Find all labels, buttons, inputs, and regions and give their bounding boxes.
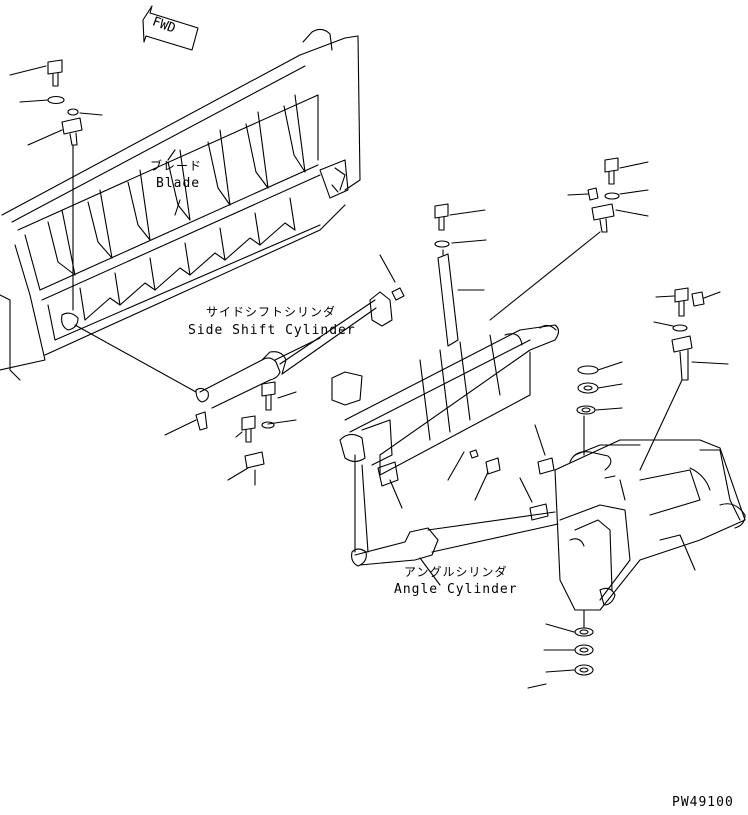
pivot-bracket-drawing: [519, 424, 746, 611]
side-shift-cylinder-drawing: [74, 254, 405, 436]
bolt-stack-top-left: [9, 59, 103, 311]
side-shift-leader: [274, 337, 321, 361]
angle-leader: [419, 557, 441, 586]
blade-leader: [167, 149, 176, 161]
washer-stack-upper: [576, 361, 623, 456]
fwd-arrow-icon: [142, 5, 199, 51]
drawing-code: PW49100: [672, 795, 734, 810]
blade-label-jp: ブレード: [150, 159, 203, 173]
angle-cylinder-drawing: [351, 454, 559, 567]
side-shift-frame-drawing: [331, 253, 560, 509]
bolts-above-frame: [434, 203, 487, 256]
blade-label-en: Blade: [156, 176, 201, 191]
washer-stack-lower: [527, 609, 594, 689]
bolts-near-cylinder: [227, 381, 297, 486]
angle-cylinder-label-jp: アングルシリンダ: [404, 565, 508, 579]
blade-drawing: [0, 28, 361, 381]
side-shift-label-en: Side Shift Cylinder: [188, 323, 356, 338]
bolt-stack-upper-right: [489, 157, 649, 321]
bolt-stack-right: [639, 287, 729, 471]
blade-leader-2: [174, 199, 181, 216]
side-shift-label-jp: サイドシフトシリンダ: [206, 305, 337, 319]
angle-cylinder-label-en: Angle Cylinder: [394, 582, 518, 597]
